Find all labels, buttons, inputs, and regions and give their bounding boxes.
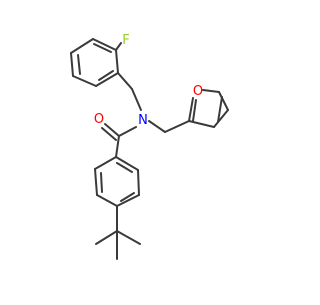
bonds — [70, 38, 229, 260]
bond — [131, 88, 142, 111]
bond — [115, 135, 120, 158]
molecule-diagram: F O N O — [70, 33, 229, 260]
bond — [117, 72, 133, 90]
bond — [101, 127, 117, 141]
bond — [115, 49, 119, 74]
bond — [148, 120, 166, 133]
bond — [116, 230, 141, 245]
bond — [202, 89, 220, 93]
bond — [70, 52, 74, 77]
bond — [94, 168, 98, 196]
bond — [95, 230, 118, 245]
structure-canvas: F O N O — [70, 33, 229, 260]
bond-inner — [217, 96, 223, 123]
bond — [188, 120, 215, 128]
bond — [115, 156, 139, 171]
carbonyl-oxygen-label: O — [94, 112, 104, 127]
bond — [213, 109, 229, 128]
bond-inner — [98, 70, 114, 81]
bond — [72, 75, 97, 87]
bond — [92, 38, 117, 51]
bond — [188, 97, 194, 122]
bond-cf — [115, 42, 122, 51]
nitrogen-label: N — [138, 113, 148, 128]
furan-oxygen-label: O — [193, 84, 203, 99]
bond — [218, 91, 229, 111]
bond-inner — [116, 162, 133, 173]
bond-inner — [100, 172, 103, 193]
bond — [96, 194, 118, 207]
bond — [104, 123, 120, 137]
bond — [70, 38, 94, 54]
bond-inner — [77, 54, 81, 75]
fluorine-label: F — [122, 33, 129, 48]
bond-inner — [93, 43, 112, 53]
bond — [164, 120, 190, 133]
bond — [116, 194, 140, 207]
bond — [137, 169, 140, 196]
bond — [95, 72, 119, 87]
bond — [94, 156, 117, 170]
bond-inner — [192, 99, 197, 122]
bond-inner — [120, 192, 135, 202]
bond — [118, 126, 137, 137]
